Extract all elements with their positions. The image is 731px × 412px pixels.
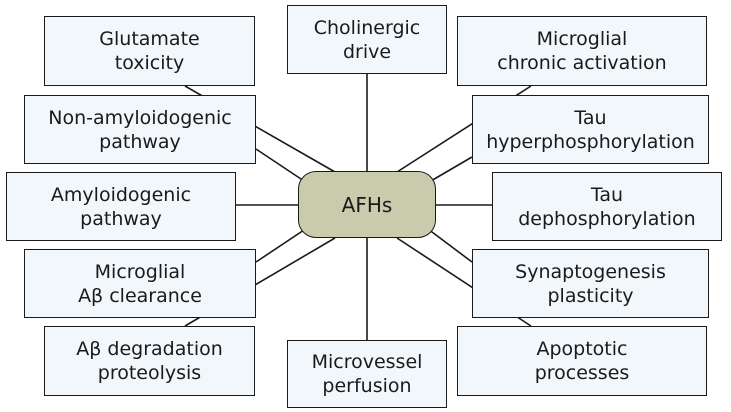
synaptogenesis-plasticity-box: Synaptogenesis plasticity — [472, 249, 709, 318]
cholinergic-drive-box: Cholinergic drive — [287, 5, 447, 74]
connector-synaptogenesis — [423, 225, 473, 263]
ab-degradation-proteolysis-box: Aβ degradation proteolysis — [44, 326, 255, 396]
amyloidogenic-pathway-box: Amyloidogenic pathway — [6, 172, 236, 241]
non-amyloidogenic-pathway-box: Non-amyloidogenic pathway — [24, 95, 256, 164]
microglial-chronic-activation-box: Microglial chronic activation — [457, 16, 707, 86]
apoptotic-processes-box: Apoptotic processes — [457, 326, 707, 396]
microvessel-perfusion-box: Microvessel perfusion — [287, 340, 447, 408]
microglial-ab-clearance-box: Microglial Aβ clearance — [24, 249, 256, 318]
tau-dephosphorylation-box: Tau dephosphorylation — [492, 172, 722, 241]
afhs-hub: AFHs — [298, 171, 436, 238]
glutamate-toxicity-box: Glutamate toxicity — [44, 16, 255, 86]
tau-hyperphosphorylation-box: Tau hyperphosphorylation — [472, 95, 709, 164]
connector-microglial-ab — [255, 225, 311, 263]
